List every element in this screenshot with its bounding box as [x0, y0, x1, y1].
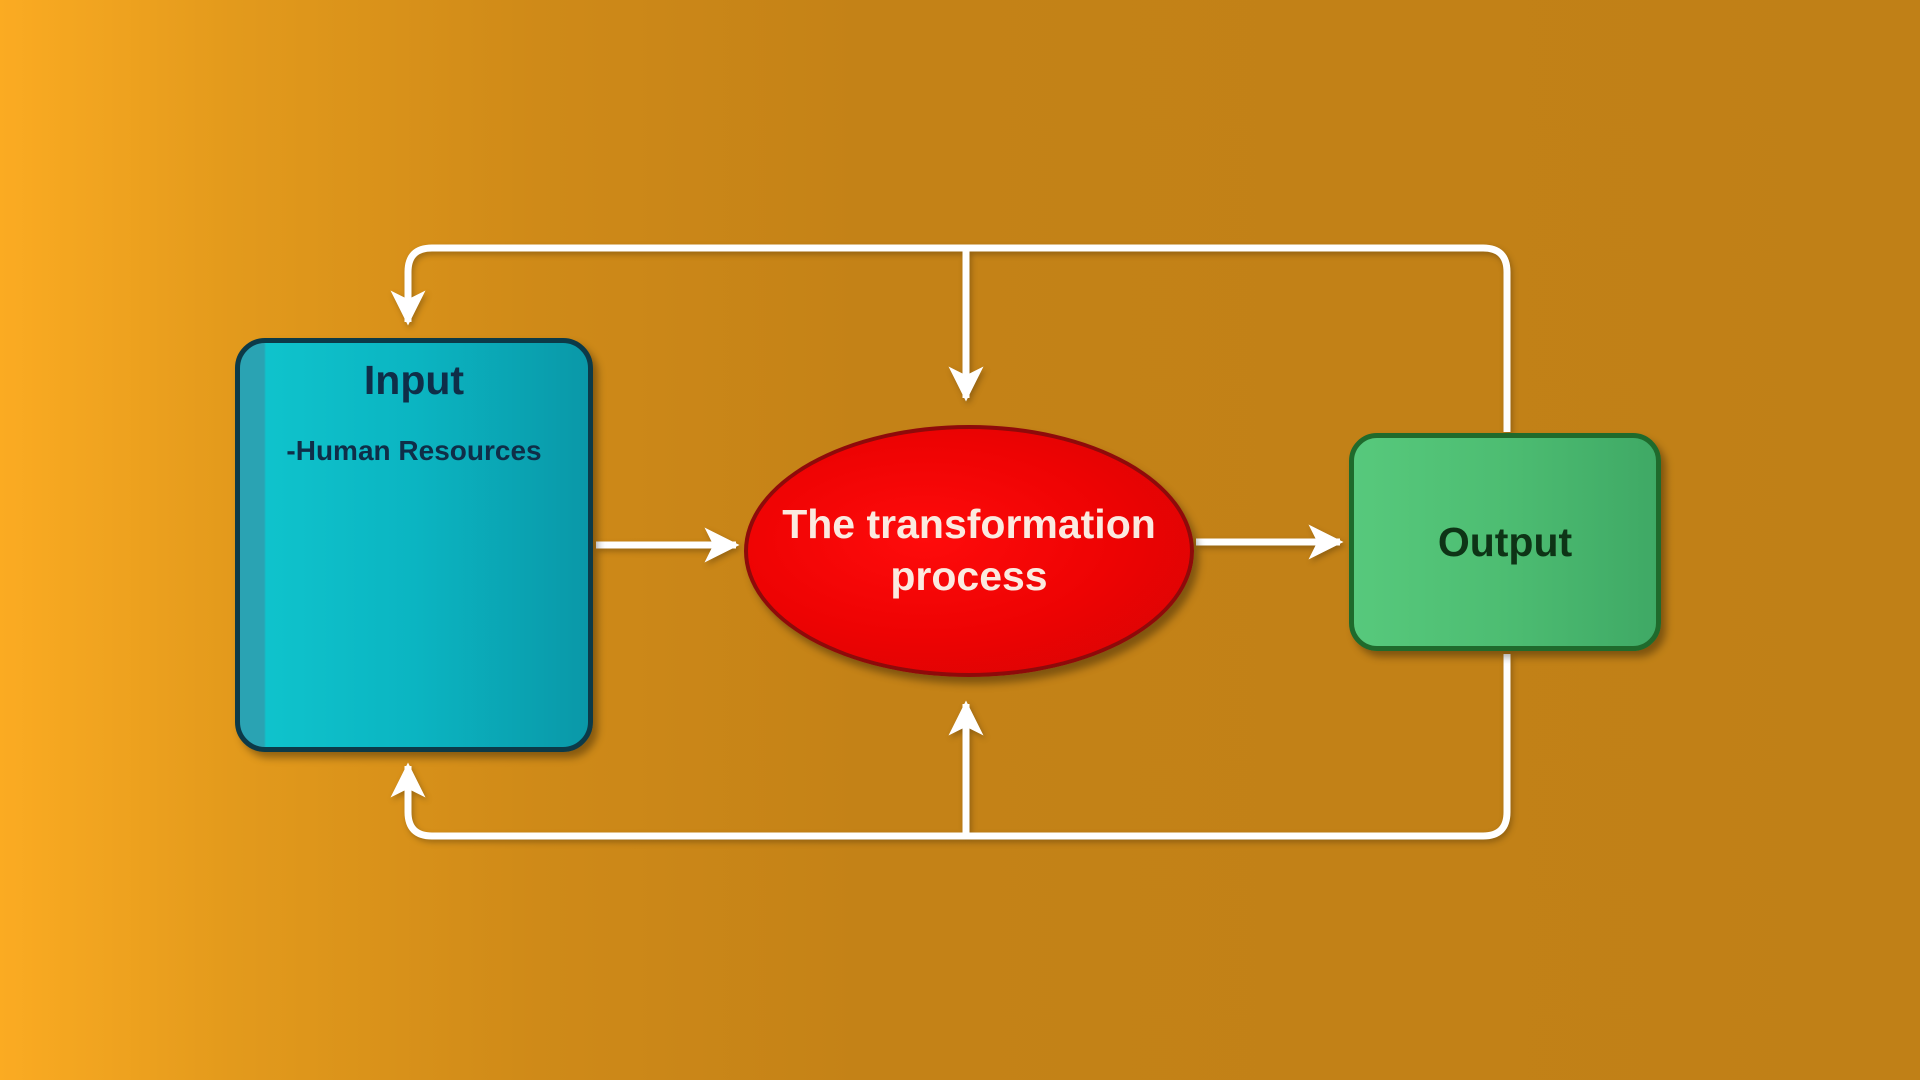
output-box: Output [1349, 433, 1661, 651]
transformation-process-ellipse: The transformation process [744, 425, 1194, 677]
input-title: Input [363, 357, 465, 403]
bottom-feedback-loop-line [390, 654, 1511, 840]
output-label: Output [1437, 518, 1573, 565]
top-feedback-loop-line [390, 244, 1511, 432]
input-item-human-resources: -Human Resources [286, 435, 542, 466]
process-label-line-2: process [890, 553, 1048, 599]
input-box: Input -Human Resources [235, 338, 593, 752]
process-label: The transformation process [769, 498, 1169, 602]
process-label-line-1: The transformation [782, 501, 1156, 547]
